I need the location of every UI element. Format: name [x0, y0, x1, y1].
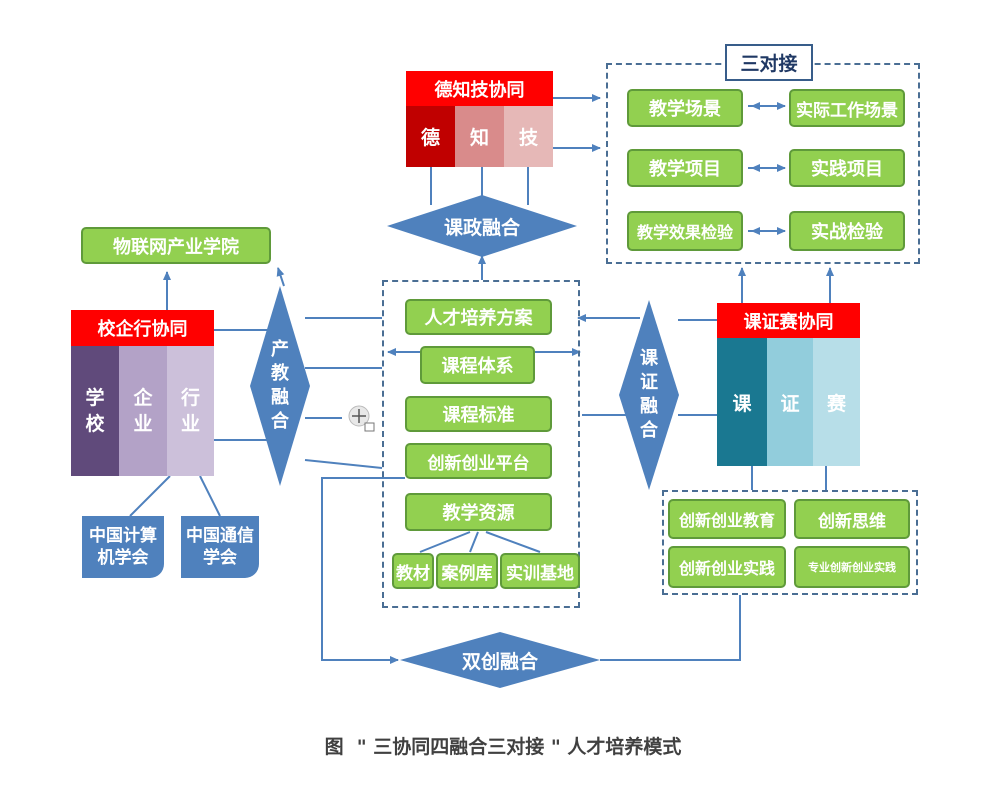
course-system: 课程体系 [420, 346, 535, 384]
dzj-col-zhi: 知 [455, 106, 504, 167]
kzs-col-cert: 证 [767, 338, 813, 466]
innovation-practice: 创新创业实践 [668, 546, 786, 588]
figure-caption: 图 " 三协同四融合三对接 " 人才培养模式 [324, 736, 682, 758]
xqh-col-school: 学校 [71, 346, 119, 476]
dzj-col-de: 德 [406, 106, 455, 167]
cjrh-diamond [250, 286, 310, 486]
actual-work-scene: 实际工作场景 [789, 89, 905, 127]
iot-industry-college: 物联网产业学院 [81, 227, 271, 264]
teaching-scene: 教学场景 [627, 89, 743, 127]
kzrh-diamond [387, 195, 577, 257]
scrh-diamond [400, 632, 600, 688]
textbook: 教材 [392, 553, 434, 589]
three-docking-title: 三对接 [725, 44, 813, 81]
teaching-project: 教学项目 [627, 149, 743, 187]
ccf-org: 中国计算机学会 [82, 516, 164, 578]
scrh-label: 双创融合 [461, 650, 538, 673]
xqh-col-enterprise: 企业 [119, 346, 167, 476]
course-standard: 课程标准 [405, 396, 552, 432]
kzrh-label: 课政融合 [443, 216, 520, 239]
kzs-col-contest: 赛 [813, 338, 860, 466]
kzs-head: 课证赛协同 [717, 303, 860, 338]
teaching-effect-check: 教学效果检验 [627, 211, 743, 251]
talent-plan: 人才培养方案 [405, 299, 552, 335]
cjrh-label: 产教融合 [271, 339, 289, 432]
dzj-col-ji: 技 [504, 106, 553, 167]
innovation-education: 创新创业教育 [668, 499, 786, 539]
dzj-head: 德知技协同 [406, 71, 553, 106]
kzsrh-diamond [619, 300, 679, 490]
cic-org: 中国通信学会 [181, 516, 259, 578]
teaching-resources: 教学资源 [405, 493, 552, 531]
practice-project: 实践项目 [789, 149, 905, 187]
innovation-box [662, 490, 918, 595]
major-innovation-practice: 专业创新创业实践 [794, 546, 910, 588]
innovation-thinking: 创新思维 [794, 499, 910, 539]
xqh-head: 校企行协同 [71, 310, 214, 346]
xqh-col-industry: 行业 [167, 346, 214, 476]
kzs-col-course: 课 [717, 338, 767, 466]
innovation-platform: 创新创业平台 [405, 443, 552, 479]
combat-check: 实战检验 [789, 211, 905, 251]
center-box [382, 280, 580, 608]
cursor-icon [348, 405, 375, 432]
case-library: 案例库 [436, 553, 498, 589]
training-base: 实训基地 [500, 553, 580, 589]
kzsrh-label: 课证融合 [640, 348, 658, 441]
